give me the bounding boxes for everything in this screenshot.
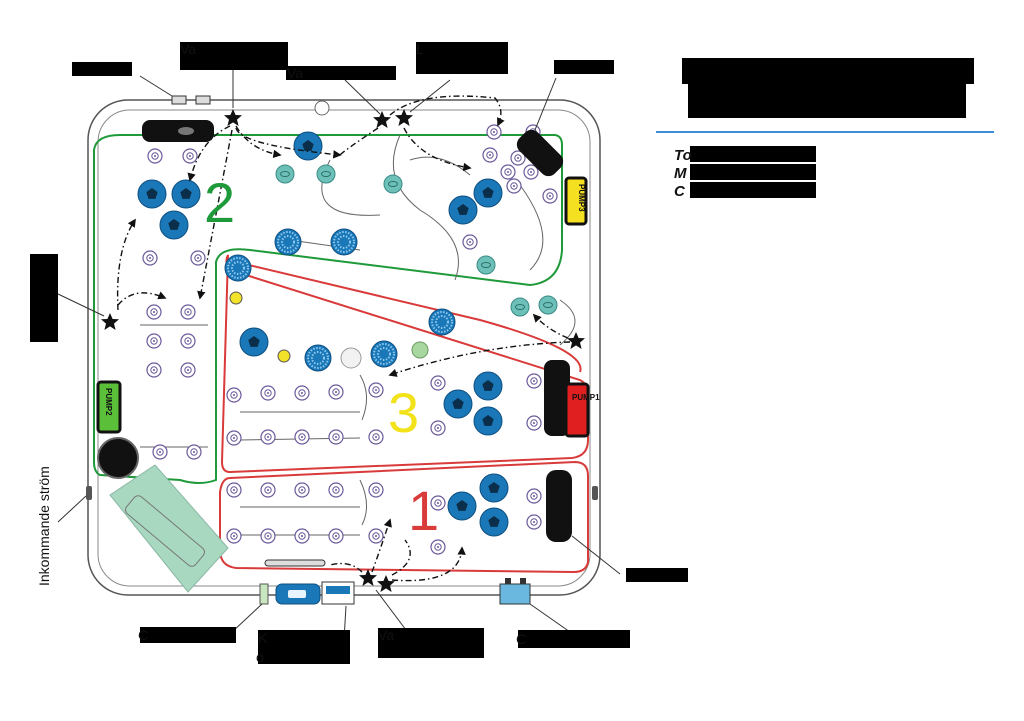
ozone-unit — [499, 583, 531, 605]
right-inlet — [592, 486, 598, 500]
pump-1-label: PUMP1 — [572, 393, 600, 402]
valve-yellow-2 — [277, 349, 291, 363]
heater — [259, 583, 269, 605]
air-jet-green — [411, 341, 429, 359]
zone-2-outline — [93, 134, 563, 484]
label-bottom-center: Va — [378, 627, 394, 643]
connector-2 — [195, 95, 211, 105]
zone-1-number: 1 — [408, 479, 439, 542]
filter-cover — [109, 464, 229, 593]
filter — [97, 437, 139, 479]
zone-2-number: 2 — [204, 171, 235, 234]
grab-bar — [264, 559, 326, 567]
waterfall-right-mid — [544, 360, 570, 436]
zone-3-inner-outline — [235, 261, 582, 373]
pump-3: PUMP3 — [564, 176, 588, 226]
label-bottom-mid-2: o — [256, 649, 264, 665]
label-top-left: Va — [180, 41, 196, 57]
stat-line-1: To — [674, 147, 692, 164]
light-jet — [340, 347, 362, 369]
drain-top — [314, 100, 330, 116]
label-top-mid: Va — [287, 65, 303, 81]
label-bottom-mid: K — [258, 630, 268, 646]
redaction-blocks — [30, 42, 974, 664]
zone-1-outline — [219, 460, 589, 574]
zone-3-number: 3 — [388, 381, 419, 444]
valve-yellow-1 — [229, 291, 243, 305]
power-inlet — [86, 486, 92, 500]
step — [125, 495, 205, 567]
pump-2: PUMP2 — [96, 380, 122, 434]
label-top-right-left: L — [416, 41, 424, 57]
overflow-right-lower — [546, 470, 572, 542]
label-incoming-power: Inkommande ström — [36, 466, 52, 586]
title-divider — [656, 131, 994, 133]
label-bottom-right: C — [516, 631, 526, 647]
connector-1 — [171, 95, 187, 105]
stat-line-2: M — [674, 165, 687, 182]
label-bottom-left: C — [138, 627, 148, 643]
pump-1: PUMP1 — [564, 382, 600, 438]
overflow-top-right — [516, 129, 564, 177]
flow-arrows — [116, 95, 571, 582]
pump-3-label: PUMP3 — [577, 184, 586, 212]
pump-2-label: PUMP2 — [104, 388, 113, 416]
stat-line-3: C — [674, 183, 686, 200]
